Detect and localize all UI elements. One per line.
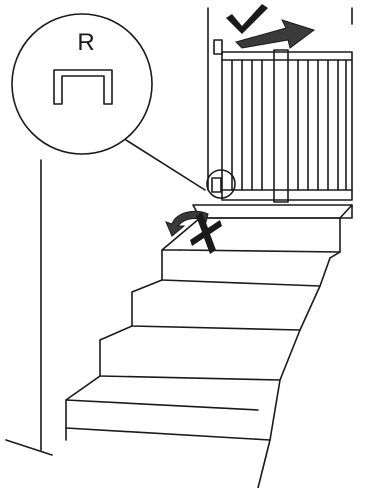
callout-magnifier — [11, 13, 153, 155]
stair-edge-line — [257, 439, 271, 488]
stair-side-1 — [329, 251, 341, 259]
open-direction-arrow — [235, 19, 316, 49]
landing-corner — [339, 204, 353, 219]
bracket-r-shape — [53, 69, 113, 105]
gate-frame — [221, 51, 353, 201]
step-3 — [131, 279, 321, 331]
step-2 — [161, 249, 331, 287]
floor-line — [5, 439, 53, 456]
step-2-side — [161, 217, 201, 251]
step-1-tread — [179, 217, 341, 253]
top-wall-mount — [213, 39, 223, 55]
gate-center-latch — [273, 49, 289, 203]
callout-target-ring — [206, 169, 236, 199]
cross-icon — [190, 212, 222, 254]
step-5-detail — [65, 399, 259, 441]
callout-letter: R — [77, 29, 95, 56]
check-icon — [226, 4, 268, 34]
staircase — [65, 204, 353, 488]
bottom-wall-mount — [211, 177, 222, 193]
callout-leader-line — [125, 139, 206, 191]
step-5 — [65, 375, 281, 441]
step-4 — [99, 325, 301, 381]
top-landing — [192, 204, 353, 219]
safety-gate — [211, 39, 353, 203]
